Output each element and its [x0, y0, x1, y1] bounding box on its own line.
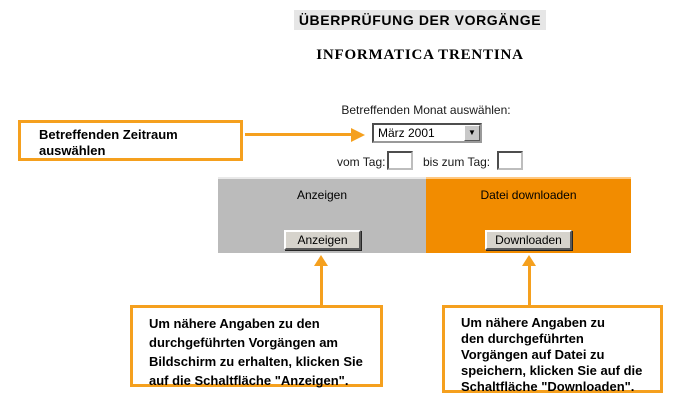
anzeigen-panel: Anzeigen Anzeigen — [218, 177, 426, 253]
anzeigen-panel-heading: Anzeigen — [296, 188, 348, 202]
month-select-label: Betreffenden Monat auswählen: — [341, 103, 511, 117]
download-panel-heading: Datei downloaden — [480, 188, 577, 202]
from-day-input[interactable] — [387, 151, 413, 170]
download-panel: Datei downloaden Downloaden — [426, 177, 631, 253]
to-day-label: bis zum Tag: — [423, 155, 491, 169]
to-day-input[interactable] — [497, 151, 523, 170]
download-arrow-line — [528, 265, 531, 305]
month-select-dropdown-button[interactable]: ▼ — [464, 125, 480, 141]
downloaden-button[interactable]: Downloaden — [485, 230, 572, 250]
page-title-row: ÜBERPRÜFUNG DER VORGÄNGE — [233, 10, 607, 30]
anzeigen-button[interactable]: Anzeigen — [284, 230, 361, 250]
chevron-down-icon: ▼ — [468, 128, 476, 137]
arrow-right-icon — [351, 128, 365, 142]
page-subtitle: INFORMATICA TRENTINA — [316, 47, 524, 63]
arrow-up-icon-right — [522, 255, 536, 266]
page-title: ÜBERPRÜFUNG DER VORGÄNGE — [293, 10, 547, 30]
anzeigen-arrow-line — [320, 265, 323, 305]
anzeigen-hint-callout: Um nähere Angaben zu den durchgeführten … — [130, 305, 383, 388]
arrow-up-icon-left — [314, 255, 328, 266]
month-select-value: März 2001 — [378, 126, 435, 140]
from-day-label: vom Tag: — [337, 155, 386, 169]
month-select[interactable]: März 2001 ▼ — [372, 123, 482, 143]
download-hint-callout: Um nähere Angaben zu den durchgeführten … — [442, 305, 663, 394]
zeitraum-arrow-line — [245, 133, 352, 136]
zeitraum-callout: Betreffenden Zeitraum auswählen — [18, 120, 243, 161]
